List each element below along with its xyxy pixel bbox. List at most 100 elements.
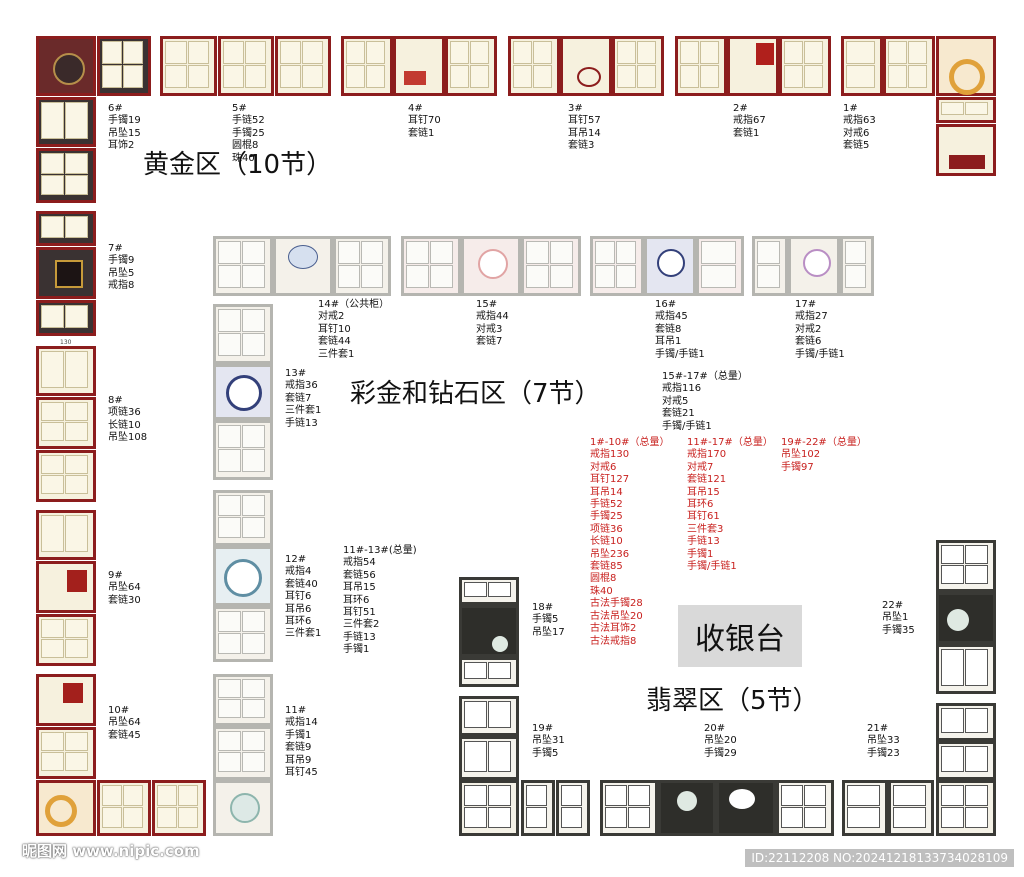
cabinet-22a[interactable] [936, 540, 996, 592]
cabinet-19d[interactable] [556, 780, 590, 836]
cabinet-4a[interactable] [341, 36, 393, 96]
inventory-line: 长链10 [590, 536, 623, 548]
cabinet-9a[interactable] [36, 510, 96, 560]
cabinet-4b[interactable] [393, 36, 445, 96]
cabinet-21d[interactable] [936, 741, 996, 780]
display-compartment [242, 309, 265, 332]
cabinet-2b[interactable] [727, 36, 779, 96]
cabinet-8c[interactable] [36, 450, 96, 502]
cabinet-17c[interactable] [840, 236, 874, 296]
inventory-line: 耳饰2 [108, 140, 135, 152]
display-compartment [464, 785, 487, 806]
counter-title: 18# [532, 602, 554, 613]
cabinet-21-corner[interactable] [936, 780, 996, 836]
display-compartment [804, 41, 823, 64]
display-compartment [526, 241, 549, 264]
cabinet-20a[interactable] [600, 780, 658, 836]
display-compartment [488, 701, 511, 728]
cabinet-14a[interactable] [213, 236, 273, 296]
cabinet-7a[interactable] [36, 211, 96, 246]
cabinet-20d[interactable] [776, 780, 834, 836]
cabinet-2a[interactable] [675, 36, 727, 96]
cabinet-22c[interactable] [936, 644, 996, 694]
display-stand [53, 53, 85, 85]
cabinet-10b[interactable] [36, 727, 96, 779]
cabinet-18b[interactable] [459, 605, 519, 657]
cabinet-20c[interactable] [716, 780, 776, 836]
display-compartment [157, 807, 177, 828]
cabinet-16a[interactable] [590, 236, 644, 296]
cabinet-12c[interactable] [213, 606, 273, 662]
display-compartment [346, 65, 365, 88]
cabinet-15c[interactable] [521, 236, 581, 296]
cabinet-21a[interactable] [842, 780, 888, 836]
cabinet-9b[interactable] [36, 561, 96, 613]
cabinet-1c[interactable] [936, 97, 996, 123]
cabinet-19a[interactable] [459, 696, 519, 736]
cabinet-21c[interactable] [936, 703, 996, 741]
inventory-line: 古法手镯28 [590, 598, 643, 610]
cabinet-21b[interactable] [888, 780, 934, 836]
cabinet-12a[interactable] [213, 490, 273, 546]
cabinet-8b[interactable] [36, 397, 96, 449]
cabinet-11-corner[interactable] [213, 780, 273, 836]
cabinet-12b[interactable] [213, 546, 273, 606]
cabinet-11b[interactable] [213, 726, 273, 780]
cabinet-20b[interactable] [658, 780, 716, 836]
cabinet-17b[interactable] [788, 236, 840, 296]
cabinet-16c[interactable] [696, 236, 744, 296]
display-compartment [41, 639, 64, 658]
display-compartment [965, 545, 988, 564]
cabinet-13a[interactable] [213, 304, 273, 364]
display-compartment [617, 41, 636, 64]
cabinet-22b[interactable] [936, 592, 996, 644]
display-compartment [595, 241, 615, 264]
cabinet-18a[interactable] [459, 577, 519, 605]
cabinet-1b[interactable] [883, 36, 935, 96]
cabinet-1-corner[interactable] [936, 36, 996, 96]
cabinet-16b[interactable] [644, 236, 696, 296]
cabinet-6c[interactable] [36, 148, 96, 203]
cabinet-14b[interactable] [273, 236, 333, 296]
cabinet-1d[interactable] [936, 124, 996, 176]
display-compartment [218, 425, 241, 448]
cabinet-11a[interactable] [213, 674, 273, 726]
cabinet-10d[interactable] [152, 780, 206, 836]
cabinet-6b[interactable] [36, 97, 96, 147]
cashier-desk[interactable]: 收银台 [678, 605, 802, 667]
cabinet-10-corner[interactable] [36, 780, 96, 836]
cabinet-19c[interactable] [521, 780, 555, 836]
cabinet-15a[interactable] [401, 236, 461, 296]
counter-title: 9# [108, 570, 123, 581]
cabinet-2c[interactable] [779, 36, 831, 96]
cabinet-17a[interactable] [752, 236, 788, 296]
cabinet-13c[interactable] [213, 420, 273, 480]
cabinet-19b[interactable] [459, 736, 519, 780]
display-compartment [242, 425, 265, 448]
cabinet-9c[interactable] [36, 614, 96, 666]
cabinet-15b[interactable] [461, 236, 521, 296]
cabinet-7b[interactable] [36, 247, 96, 299]
cabinet-19-corner[interactable] [459, 780, 519, 836]
cabinet-5c[interactable] [275, 36, 331, 96]
cabinet-5b[interactable] [218, 36, 274, 96]
cabinet-14c[interactable] [333, 236, 391, 296]
cabinet-6a[interactable] [97, 36, 151, 96]
cabinet-1a[interactable] [841, 36, 883, 96]
cabinet-8a[interactable] [36, 346, 96, 396]
cabinet-18c[interactable] [459, 657, 519, 687]
cabinet-4c[interactable] [445, 36, 497, 96]
cabinet-10a[interactable] [36, 674, 96, 726]
cabinet-3b[interactable] [560, 36, 612, 96]
cabinet-3c[interactable] [612, 36, 664, 96]
display-compartment [965, 785, 988, 806]
cabinet-13b[interactable] [213, 364, 273, 420]
cabinet-6-corner[interactable] [36, 36, 96, 96]
cabinet-5a[interactable] [160, 36, 217, 96]
cabinet-3a[interactable] [508, 36, 560, 96]
display-tray [756, 43, 774, 65]
display-compartment [888, 41, 907, 64]
cabinet-10c[interactable] [97, 780, 151, 836]
cabinet-7c[interactable] [36, 300, 96, 336]
